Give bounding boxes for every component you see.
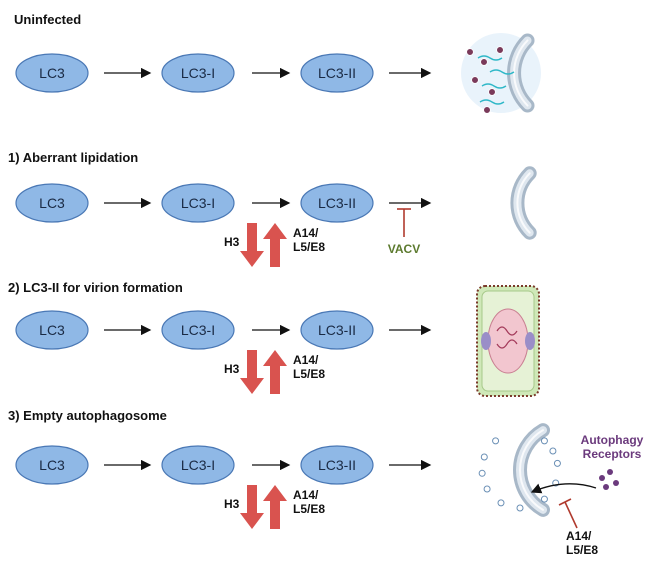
decrease-arrow-icon xyxy=(240,223,264,267)
regulator-group: H3 A14/L5/E8 xyxy=(224,223,325,267)
node-lc3-ii: LC3-II xyxy=(300,183,374,223)
increase-arrow-icon xyxy=(263,485,287,529)
node-lc3-i: LC3-I xyxy=(161,53,235,93)
increase-arrow-icon xyxy=(263,350,287,394)
regulator-label-a14: A14/L5/E8 xyxy=(293,353,325,381)
recruitment-arrow xyxy=(530,483,597,494)
vacv-label: VACV xyxy=(388,242,420,256)
regulator-label-h3: H3 xyxy=(224,362,240,376)
section-title-aberrant-lipidation: 1) Aberrant lipidation xyxy=(8,150,139,165)
node-label: LC3 xyxy=(39,457,65,473)
node-label: LC3-II xyxy=(318,322,356,338)
regulator-group: H3 A14/L5/E8 xyxy=(224,485,325,529)
node-label: LC3 xyxy=(39,322,65,338)
node-label: LC3-II xyxy=(318,195,356,211)
receptor-dot-icon xyxy=(613,480,619,486)
regulator-label-a14: A14/L5/E8 xyxy=(293,226,325,254)
regulator-label-a14: A14/L5/E8 xyxy=(293,488,325,516)
node-lc3-ii: LC3-II xyxy=(300,445,374,485)
node-label: LC3-II xyxy=(318,457,356,473)
node-lc3-i: LC3-I xyxy=(161,445,235,485)
node-label: LC3 xyxy=(39,195,65,211)
node-label: LC3-I xyxy=(181,322,215,338)
vacv-inhibition: VACV xyxy=(388,208,420,256)
inhibitor-label-a14: A14/L5/E8 xyxy=(566,529,598,557)
node-label: LC3-I xyxy=(181,195,215,211)
node-lc3: LC3 xyxy=(15,53,89,93)
decrease-arrow-icon xyxy=(240,485,264,529)
receptor-inhibition xyxy=(558,498,578,529)
receptor-dot-icon xyxy=(607,469,613,475)
node-label: LC3-I xyxy=(181,457,215,473)
increase-arrow-icon xyxy=(263,223,287,267)
autophagosome-with-cargo-icon xyxy=(466,33,535,114)
node-label: LC3-II xyxy=(318,65,356,81)
decrease-arrow-icon xyxy=(240,350,264,394)
node-lc3: LC3 xyxy=(15,445,89,485)
section-title-uninfected: Uninfected xyxy=(14,12,82,27)
virion-icon xyxy=(476,285,540,397)
regulator-label-h3: H3 xyxy=(224,235,240,249)
node-lc3-i: LC3-I xyxy=(161,183,235,223)
node-lc3: LC3 xyxy=(15,310,89,350)
regulator-group: H3 A14/L5/E8 xyxy=(224,350,325,394)
regulator-label-h3: H3 xyxy=(224,497,240,511)
section-title-virion-formation: 2) LC3-II for virion formation xyxy=(8,280,183,295)
phagophore-icon xyxy=(510,166,537,240)
node-label: LC3 xyxy=(39,65,65,81)
section-title-empty-autophagosome: 3) Empty autophagosome xyxy=(8,408,167,423)
receptor-dot-icon xyxy=(599,475,605,481)
node-lc3-ii: LC3-II xyxy=(300,53,374,93)
empty-autophagosome-icon xyxy=(478,423,561,517)
node-label: LC3-I xyxy=(181,65,215,81)
node-lc3-ii: LC3-II xyxy=(300,310,374,350)
node-lc3: LC3 xyxy=(15,183,89,223)
node-lc3-i: LC3-I xyxy=(161,310,235,350)
receptor-dot-icon xyxy=(603,484,609,490)
